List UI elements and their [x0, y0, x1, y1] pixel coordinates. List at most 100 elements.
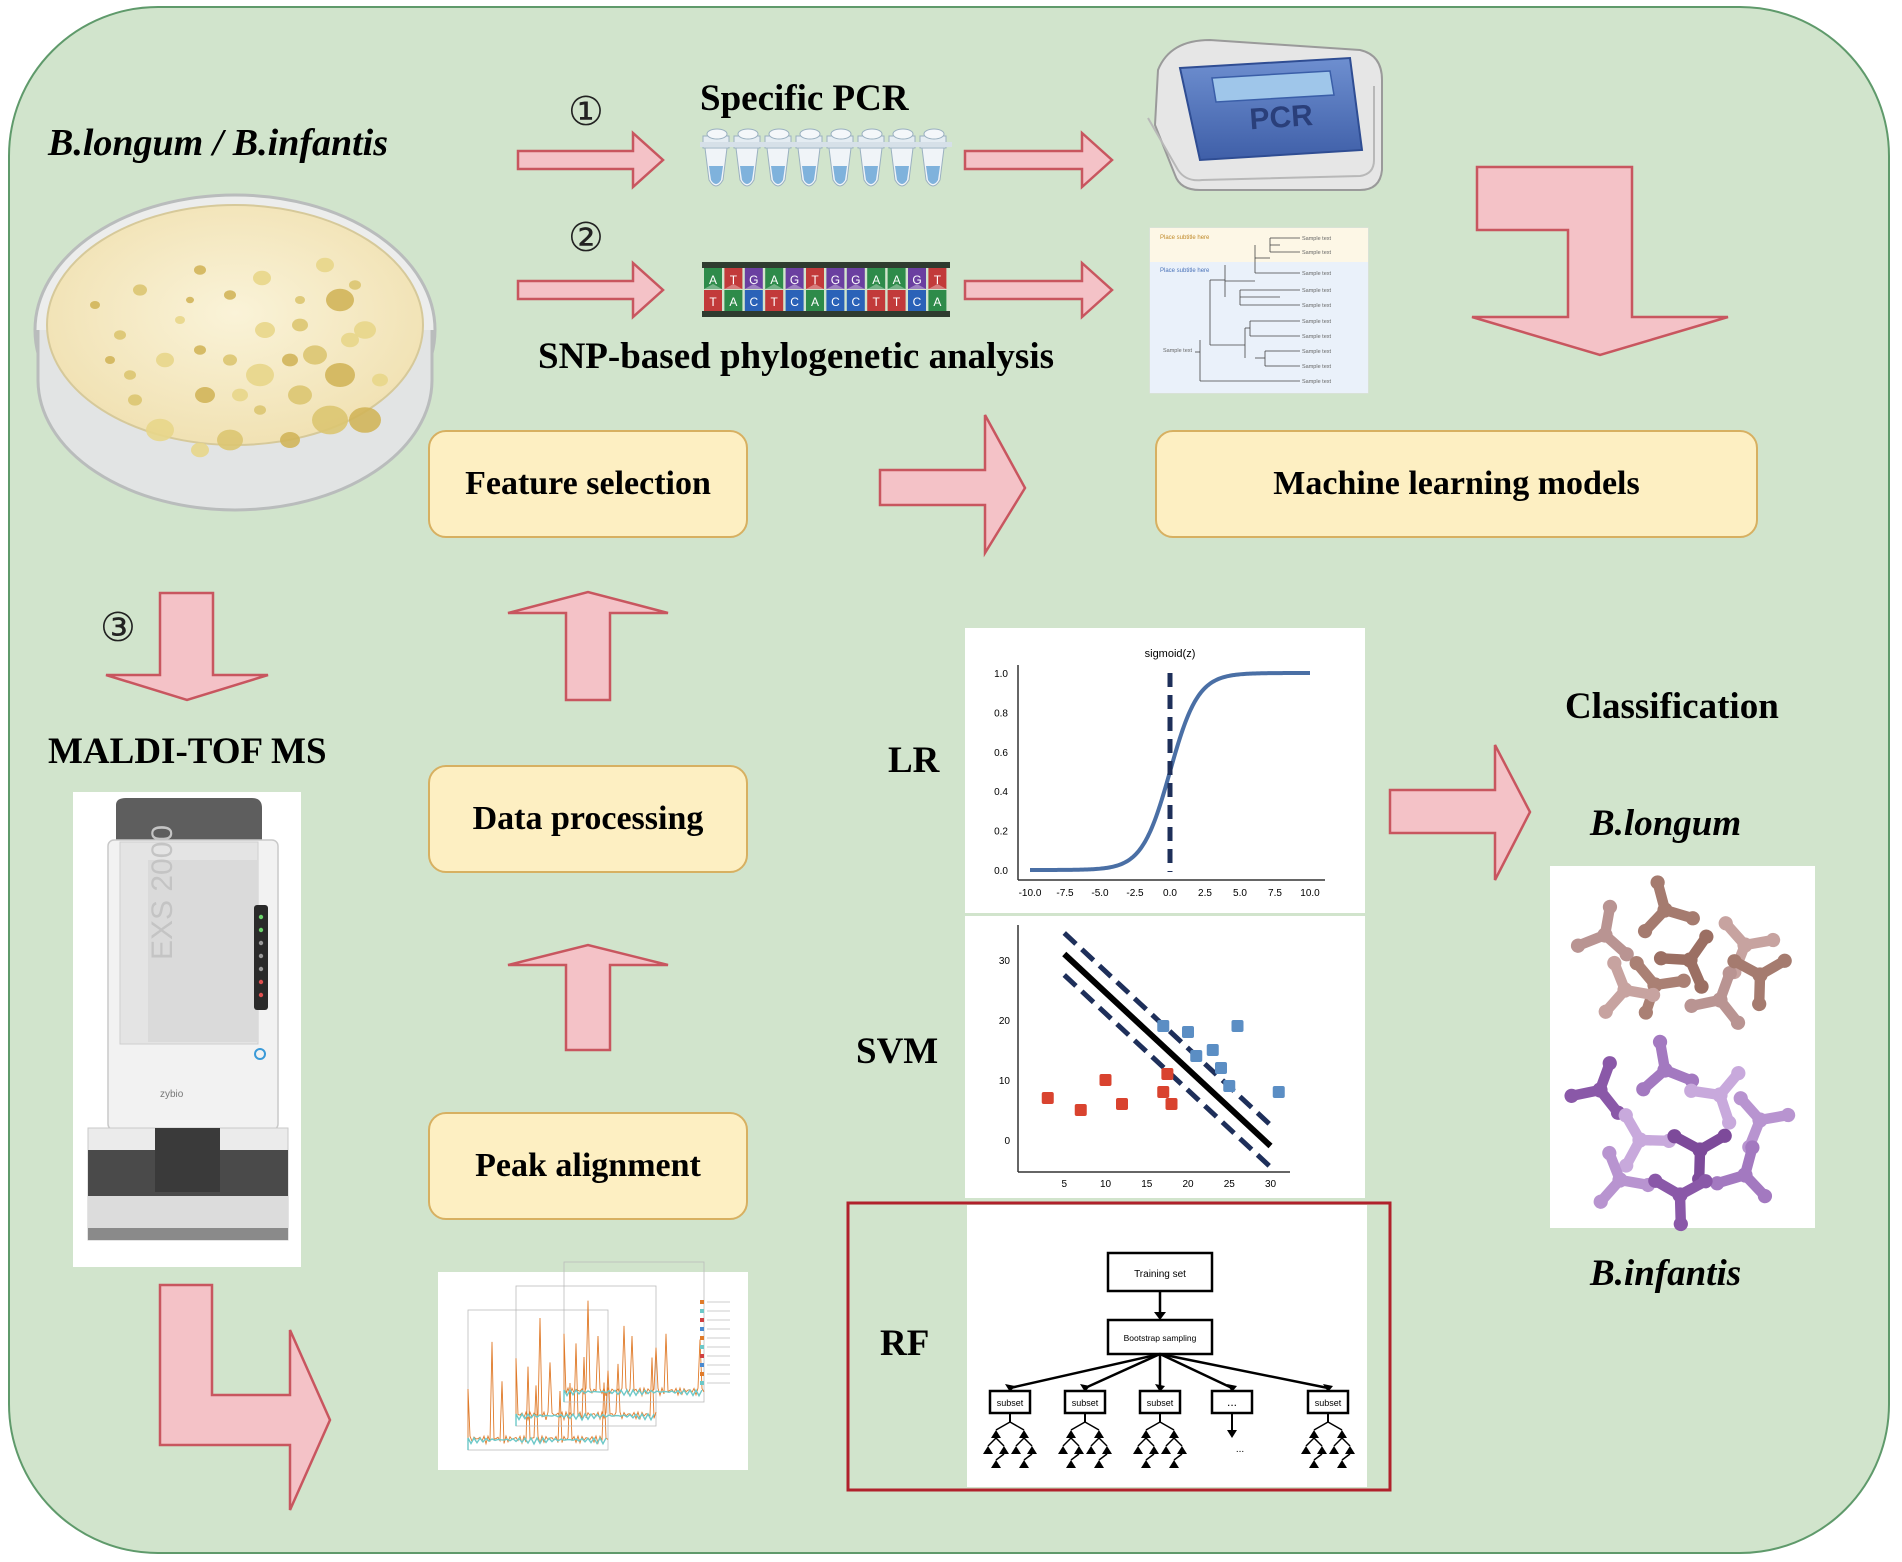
maldi-label: MALDI-TOF MS [48, 731, 327, 772]
svm-point [1116, 1098, 1128, 1110]
tree-leaf-label: Sample text [1302, 250, 1332, 256]
method-number-2: ② [568, 215, 604, 261]
svm-label: SVM [856, 1031, 939, 1072]
svg-text:G: G [831, 273, 840, 287]
class-longum-label: B.longum [1590, 803, 1742, 844]
snp-analysis-label: SNP-based phylogenetic analysis [538, 336, 1055, 377]
svg-text:C: C [790, 295, 799, 309]
colony [295, 296, 305, 304]
mass-spectra-panel [438, 1261, 748, 1470]
svg-text:T: T [934, 273, 942, 287]
colony [316, 257, 334, 273]
svg-text:A: A [893, 273, 901, 287]
colony [175, 316, 185, 324]
colony [349, 280, 361, 290]
svg-text:G: G [912, 273, 921, 287]
rf-bootstrap-label: Bootstrap sampling [1124, 1333, 1197, 1343]
svm-x-tick-label: 25 [1224, 1179, 1236, 1190]
svm-x-tick-label: 15 [1141, 1179, 1153, 1190]
method-number-1: ① [568, 89, 604, 135]
svg-text:G: G [851, 273, 860, 287]
classification-panel [1550, 866, 1815, 1232]
colony [349, 407, 381, 433]
svm-point [1157, 1020, 1170, 1032]
svg-text:A: A [729, 295, 737, 309]
ml-models-box: Machine learning models [1155, 430, 1758, 538]
svg-text:T: T [730, 273, 738, 287]
tree-leaf-label: Sample text [1302, 319, 1332, 325]
lr-chart-title: sigmoid(z) [1145, 648, 1196, 660]
colony [105, 356, 115, 364]
tree-leaf-label: Sample text [1302, 303, 1332, 309]
colony [232, 388, 248, 402]
rf-bootstrap-box [1106, 1318, 1214, 1356]
lr-x-tick-label: 7.5 [1268, 888, 1282, 899]
svm-decision-boundary [1062, 951, 1273, 1149]
svg-text:T: T [873, 295, 881, 309]
arrow-peak-to-data [507, 943, 669, 1052]
svg-text:T: T [893, 295, 901, 309]
svm-point [1041, 1092, 1054, 1104]
svg-text:A: A [770, 273, 778, 287]
svm-point [1099, 1074, 1112, 1086]
rf-ellipsis-label: ... [1236, 1444, 1244, 1455]
svg-text:C: C [749, 295, 758, 309]
data-processing-box: Data processing [428, 765, 748, 873]
tree-subtitle-2: Place subtitle here [1160, 268, 1210, 274]
colony [303, 345, 327, 365]
arrow-feature-to-ml [878, 414, 1027, 558]
colony [292, 318, 308, 332]
svg-text:C: C [831, 295, 840, 309]
svm-point [1223, 1080, 1236, 1092]
peak-alignment-box: Peak alignment [428, 1112, 748, 1220]
colony [341, 332, 359, 348]
class-infantis-label: B.infantis [1590, 1253, 1742, 1294]
svm-y-tick-label: 30 [999, 956, 1011, 967]
colony [254, 405, 266, 415]
svm-x-tick-label: 30 [1265, 1179, 1277, 1190]
colony [288, 385, 312, 405]
rf-label: RF [880, 1323, 930, 1364]
svg-text:A: A [709, 273, 717, 287]
rf-subset-label: subset [1072, 1398, 1099, 1408]
arrow-models-to-classification [1388, 744, 1532, 881]
svm-point [1215, 1062, 1227, 1074]
svm-y-tick-label: 0 [1004, 1136, 1010, 1147]
lr-x-tick-label: 0.0 [1163, 888, 1177, 899]
arrow-dna-to-tree [963, 260, 1114, 320]
colony [325, 363, 355, 387]
svg-text:T: T [811, 273, 819, 287]
colony [128, 394, 142, 406]
pcr-machine-text: PCR [1248, 99, 1314, 136]
lr-y-tick-label: 1.0 [994, 669, 1008, 680]
colony [282, 353, 298, 367]
tree-leaf-label: Sample text [1302, 364, 1332, 370]
tree-leaf-label: Sample text [1302, 236, 1332, 242]
colony [255, 322, 275, 338]
lr-chart-panel: sigmoid(z)0.00.20.40.60.81.0-10.0-7.5-5.… [965, 628, 1365, 913]
arrow-data-to-feature [507, 590, 669, 702]
maldi-model-text: EXS 2000 [146, 825, 179, 960]
svg-text:A: A [872, 273, 880, 287]
svm-point [1074, 1104, 1087, 1116]
pcr-machine-illustration: PCR [1147, 38, 1383, 191]
colony [195, 387, 215, 403]
svg-text:C: C [851, 295, 860, 309]
lr-x-tick-label: 2.5 [1198, 888, 1212, 899]
lr-x-tick-label: -10.0 [1019, 888, 1042, 899]
svg-text:G: G [790, 273, 799, 287]
rf-subset-label: subset [997, 1398, 1024, 1408]
colony [133, 284, 147, 296]
svm-point [1161, 1068, 1174, 1080]
lr-y-tick-label: 0.6 [994, 748, 1008, 759]
lr-y-tick-label: 0.0 [994, 866, 1008, 877]
colony [191, 442, 209, 458]
colony [146, 418, 174, 442]
petri-dish-illustration [33, 193, 437, 512]
tree-leaf-label: Sample text [1302, 288, 1332, 294]
svg-text:C: C [913, 295, 922, 309]
lr-x-tick-label: -2.5 [1126, 888, 1144, 899]
svm-y-tick-label: 20 [999, 1016, 1011, 1027]
